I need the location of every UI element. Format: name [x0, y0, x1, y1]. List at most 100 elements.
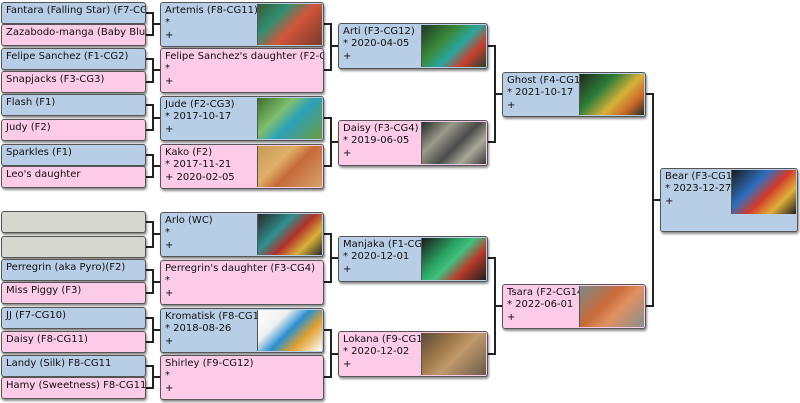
ancestor-box-15[interactable]: Landy (Silk) F8-CG11 [1, 355, 146, 377]
grandparent-box-perregrin-daughter[interactable]: Perregrin's daughter (F3-CG4) * + [160, 260, 324, 305]
death-date: + [343, 148, 352, 159]
animal-name: Arlo (WC) [165, 215, 213, 226]
animal-name: Bear (F3-CG15) [665, 171, 743, 182]
grandparent-box-kromatisk[interactable]: Kromatisk (F8-CG12) * 2018-08-26 + [160, 308, 324, 353]
colorful-chameleon-photo[interactable] [579, 74, 644, 115]
grandparent-box-shirley[interactable]: Shirley (F9-CG12) * + [160, 355, 324, 400]
grandparent-box-felipe-daughter[interactable]: Felipe Sanchez's daughter (F2-CG3) * + [160, 48, 324, 93]
animal-name: Tsara (F2-CG14) [507, 287, 588, 298]
ancestor-box-3[interactable]: Felipe Sanchez (F1-CG2) [1, 48, 146, 70]
ancestor-box-4[interactable]: Snapjacks (F3-CG3) [1, 71, 146, 93]
ancestor-box-1[interactable]: Fantara (Falling Star) (F7-CG10) [1, 2, 146, 24]
animal-name: Shirley (F9-CG12) [165, 358, 254, 369]
animal-name: Lokana (F9-CG13) [343, 334, 433, 345]
birth-date: * [165, 17, 170, 28]
ancestor-box-6[interactable]: Judy (F2) [1, 119, 146, 141]
ancestor-name: Miss Piggy (F3) [6, 285, 82, 296]
animal-name: Jude (F2-CG3) [165, 99, 235, 110]
ancestor-name: JJ (F7-CG10) [6, 310, 67, 321]
animal-name: Kako (F2) [165, 147, 213, 158]
birth-date: * 2023-12-27 [665, 183, 732, 194]
death-date: + [343, 51, 352, 62]
birth-date: * [165, 63, 170, 74]
grandparent-box-jude[interactable]: Jude (F2-CG3) * 2017-10-17 + [160, 96, 324, 141]
ancestor-name: Hamy (Sweetness) F8-CG11 [6, 380, 146, 391]
ancestor-box-11[interactable]: Perregrin (aka Pyro)(F2) [1, 259, 146, 281]
orange-chameleon-photo[interactable] [257, 146, 322, 187]
death-date: + [665, 196, 674, 207]
subject-box-bear[interactable]: Bear (F3-CG15) * 2023-12-27 + [660, 168, 798, 232]
grey-chameleon-photo[interactable] [421, 122, 486, 164]
bear-chameleon-photo[interactable] [731, 170, 796, 214]
birth-date: * 2020-12-01 [343, 251, 410, 262]
ancestor-box-10[interactable] [1, 236, 146, 258]
ancestor-name: Snapjacks (F3-CG3) [6, 74, 105, 85]
ancestor-name: Fantara (Falling Star) (F7-CG10) [6, 5, 145, 16]
ancestor-box-12[interactable]: Miss Piggy (F3) [1, 282, 146, 304]
ancestor-name: Perregrin (aka Pyro)(F2) [6, 262, 126, 273]
grandparent-box-arlo[interactable]: Arlo (WC) * + [160, 212, 324, 257]
ancestor-name: Zazabodo-manga (Baby Blue) [6, 27, 146, 38]
ancestor-name: Daisy (F8-CG11) [6, 334, 88, 345]
grandparent-box-artemis[interactable]: Artemis (F8-CG11) * + [160, 2, 324, 47]
birth-date: * 2019-06-05 [343, 135, 410, 146]
chameleon-head-photo[interactable] [257, 214, 322, 255]
death-date: + [165, 336, 174, 347]
death-date: + [343, 359, 352, 370]
ancestor-box-8[interactable]: Leo's daughter [1, 166, 146, 188]
birth-date: * 2017-10-17 [165, 111, 232, 122]
death-date: + [165, 76, 174, 87]
birth-date: * [165, 227, 170, 238]
ancestor-name: Felipe Sanchez (F1-CG2) [6, 51, 129, 62]
dam-box-tsara[interactable]: Tsara (F2-CG14) * 2022-06-01 + [502, 284, 646, 329]
sire-box-ghost[interactable]: Ghost (F4-CG13) * 2021-10-17 + [502, 72, 646, 117]
birth-date: * [165, 370, 170, 381]
parent-box-arti[interactable]: Arti (F3-CG12) * 2020-04-05 + [338, 23, 488, 69]
animal-name: Manjaka (F1-CG5) [343, 239, 433, 250]
ancestor-name: Judy (F2) [6, 122, 51, 133]
birth-date: * 2021-10-17 [507, 87, 574, 98]
animal-name: Perregrin's daughter (F3-CG4) [165, 263, 315, 274]
chameleon-on-branch-photo[interactable] [257, 98, 322, 139]
parent-box-lokana[interactable]: Lokana (F9-CG13) * 2020-12-02 + [338, 331, 488, 377]
ancestor-box-7[interactable]: Sparkles (F1) [1, 144, 146, 166]
animal-name: Artemis (F8-CG11) [165, 5, 258, 16]
birth-date: * 2017-11-21 [165, 159, 232, 170]
ancestor-name: Sparkles (F1) [6, 147, 72, 158]
orange-female-chameleon-photo[interactable] [579, 286, 644, 327]
death-date: + [343, 264, 352, 275]
animal-name: Daisy (F3-CG4) [343, 123, 419, 134]
birth-date: * 2018-08-26 [165, 323, 232, 334]
birth-date: * 2020-04-05 [343, 38, 410, 49]
grandparent-box-kako[interactable]: Kako (F2) * 2017-11-21 + 2020-02-05 [160, 144, 324, 189]
ancestor-name: Landy (Silk) F8-CG11 [6, 358, 112, 369]
death-date: + [165, 124, 174, 135]
parent-box-manjaka[interactable]: Manjaka (F1-CG5) * 2020-12-01 + [338, 236, 488, 282]
ancestor-box-14[interactable]: Daisy (F8-CG11) [1, 331, 146, 353]
ancestor-box-13[interactable]: JJ (F7-CG10) [1, 307, 146, 329]
animal-name: Ghost (F4-CG13) [507, 75, 591, 86]
animal-name: Felipe Sanchez's daughter (F2-CG3) [165, 51, 323, 62]
ancestor-box-16[interactable]: Hamy (Sweetness) F8-CG11 [1, 377, 146, 399]
death-date: + [165, 383, 174, 394]
panther-chameleon-photo[interactable] [257, 4, 322, 45]
ancestor-box-2[interactable]: Zazabodo-manga (Baby Blue) [1, 24, 146, 46]
blue-orange-chameleon-photo[interactable] [257, 310, 322, 351]
death-date: + [165, 30, 174, 41]
parent-box-daisy[interactable]: Daisy (F3-CG4) * 2019-06-05 + [338, 120, 488, 166]
death-date: + 2020-02-05 [165, 172, 235, 183]
ancestor-box-9[interactable] [1, 211, 146, 233]
death-date: + [165, 288, 174, 299]
brown-chameleon-photo[interactable] [421, 333, 486, 375]
animal-name: Kromatisk (F8-CG12) [165, 311, 270, 322]
green-red-chameleon-photo[interactable] [421, 238, 486, 280]
animal-name: Arti (F3-CG12) [343, 26, 415, 37]
death-date: + [507, 312, 516, 323]
green-chameleon-photo[interactable] [421, 25, 486, 67]
ancestor-name: Leo's daughter [6, 169, 81, 180]
death-date: + [165, 240, 174, 251]
death-date: + [507, 100, 516, 111]
ancestor-box-5[interactable]: Flash (F1) [1, 94, 146, 116]
birth-date: * [165, 275, 170, 286]
